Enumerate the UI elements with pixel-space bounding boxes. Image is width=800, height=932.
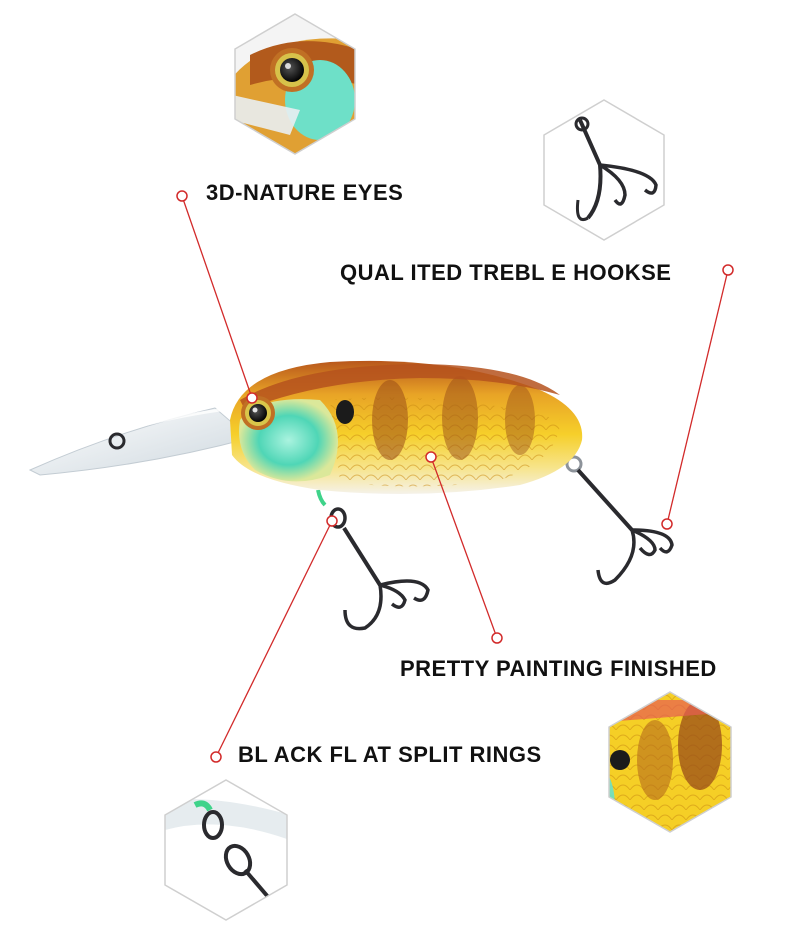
crankbait-lure [28, 360, 674, 631]
callout-dot-eyes-start [176, 190, 188, 202]
callout-line-hooks [666, 269, 729, 525]
callout-lines [181, 195, 729, 758]
ring-closeup-hexagon [164, 779, 288, 921]
callout-dot-hooks-end [661, 518, 673, 530]
feature-label-paint: PRETTY PAINTING FINISHED [400, 656, 717, 681]
belly-treble-hook [316, 489, 430, 631]
feature-label-eyes: 3D-NATURE EYES [206, 180, 404, 205]
callout-line-eyes [181, 195, 253, 399]
callout-dot-hooks-start [722, 264, 734, 276]
line-tie [108, 432, 126, 450]
callout-dot-paint-end [491, 632, 503, 644]
diving-lip [28, 407, 252, 476]
lure-eye [241, 396, 275, 430]
rear-treble-hook [565, 455, 674, 586]
callout-dots [176, 190, 734, 763]
callout-dot-rings-start [210, 751, 222, 763]
callout-line-paint [430, 456, 498, 639]
eye-closeup-hexagon [234, 13, 356, 155]
callout-dot-paint-start [425, 451, 437, 463]
feature-label-hooks: QUAL ITED TREBL E HOOKSE [340, 260, 672, 285]
paint-closeup-hexagon [608, 691, 732, 833]
callout-dot-rings-end [326, 515, 338, 527]
callout-line-rings [215, 520, 333, 758]
callout-dot-eyes-end [246, 392, 258, 404]
feature-label-rings: BL ACK FL AT SPLIT RINGS [238, 742, 542, 767]
hook-closeup-hexagon [543, 99, 665, 241]
